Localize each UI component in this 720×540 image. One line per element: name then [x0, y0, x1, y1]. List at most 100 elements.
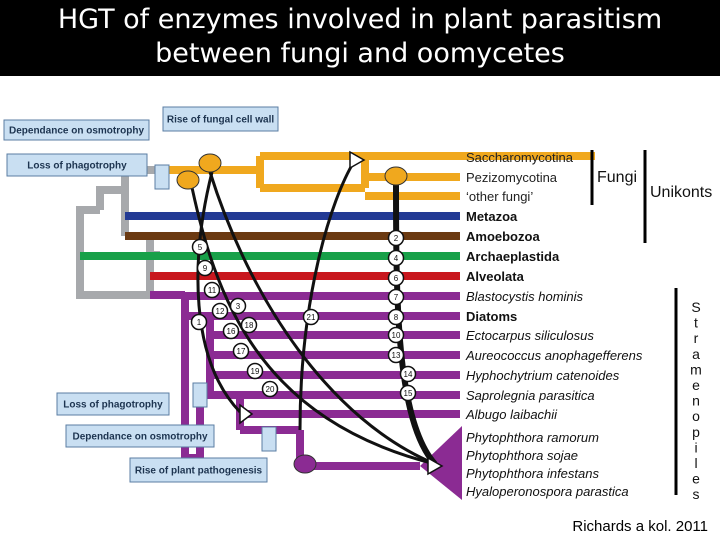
transfer-number-circle: [302, 308, 320, 326]
transfer-number: 1: [197, 318, 202, 327]
transfer-number-circle: [387, 346, 405, 364]
taxon-label: Saccharomycotina: [466, 150, 574, 165]
slide-title-line-1: HGT of enzymes involved in plant parasit…: [57, 4, 663, 35]
transfer-number-circle: [240, 316, 258, 334]
group-label-unikonts: Unikonts: [650, 184, 712, 201]
transfer-number: 3: [236, 302, 241, 311]
annotation-label: Dependance on osmotrophy: [9, 126, 144, 137]
taxon-label: Phytophthora infestans: [466, 466, 599, 481]
taxon-label: Phytophthora ramorum: [466, 430, 599, 445]
group-label-stramenopiles-letter: s: [693, 486, 700, 502]
taxon-label: Archaeplastida: [466, 249, 560, 264]
transfer-number-circle: [190, 313, 208, 331]
group-label-stramenopiles-letter: m: [690, 361, 702, 377]
phylogenetic-tree: Dependance on osmotrophy Rise of fungal c…: [3, 106, 712, 502]
taxon-label: Phytophthora sojae: [466, 448, 578, 463]
transfer-number: 4: [394, 254, 399, 263]
node-oval: [293, 454, 317, 474]
transfer-arc: [188, 177, 436, 466]
group-label-fungi: Fungi: [597, 169, 637, 186]
transfer-number: 8: [394, 313, 399, 322]
taxon-label: Ectocarpus siliculosus: [466, 328, 594, 343]
transfer-number: 13: [392, 351, 401, 360]
transfer-number: 5: [198, 243, 203, 252]
taxon-label: ‘other fungi’: [466, 189, 533, 204]
annotation-label: Dependance on osmotrophy: [72, 432, 207, 443]
annotation-label: Rise of fungal cell wall: [167, 115, 274, 126]
taxon-label: Hyphochytrium catenoides: [466, 368, 620, 383]
transfer-number: 14: [404, 370, 413, 379]
group-label-stramenopiles-letter: l: [694, 455, 697, 471]
arrowhead: [349, 150, 366, 170]
transfer-number-circle: [261, 380, 279, 398]
taxon-label: Amoebozoa: [466, 229, 540, 244]
oomycete-clade-triangle: [420, 426, 462, 500]
transfer-number-circle: [387, 308, 405, 326]
transfer-number: 20: [266, 385, 275, 394]
annotation-label: Loss of phagotrophy: [27, 161, 127, 172]
arrowhead: [239, 403, 254, 425]
taxon-label: Hyaloperonospora parastica: [466, 484, 629, 499]
transfer-arc: [298, 159, 357, 431]
transfer-number: 16: [227, 327, 236, 336]
transfer-number-circle: [211, 302, 229, 320]
node-oval: [198, 153, 222, 173]
transfer-number-circle: [387, 326, 405, 344]
taxon-label: Saprolegnia parasitica: [466, 388, 595, 403]
annotation-box: [3, 119, 150, 141]
taxon-label: Diatoms: [466, 309, 517, 324]
transfer-number: 19: [251, 367, 260, 376]
transfer-number: 6: [394, 274, 399, 283]
title-bar: HGT of enzymes involved in plant parasit…: [0, 0, 720, 76]
transfer-number-circle: [232, 342, 250, 360]
transfer-number: 12: [216, 307, 225, 316]
transfer-number: 2: [394, 234, 399, 243]
transfer-number-circle: [387, 249, 405, 267]
taxon-label: Albugo laibachii: [465, 407, 558, 422]
transfer-number-circle: [387, 269, 405, 287]
transfer-number-circle: [387, 229, 405, 247]
annotation-box: [129, 457, 268, 483]
group-label-stramenopiles-letter: S: [691, 299, 700, 315]
credit-citation: Richards a kol. 2011: [572, 518, 708, 535]
taxon-label: Alveolata: [466, 269, 525, 284]
transfer-number-circle: [229, 297, 247, 315]
transfer-number-circle: [196, 259, 214, 277]
annotation-box: [162, 106, 279, 132]
group-label-stramenopiles-letter: t: [694, 315, 698, 331]
transfer-number: 11: [208, 286, 217, 295]
node-oval: [176, 170, 200, 190]
taxon-label: Pezizomycotina: [466, 170, 558, 185]
transfer-number: 15: [404, 389, 413, 398]
group-label-stramenopiles-letter: i: [694, 439, 697, 455]
taxon-label: Blastocystis hominis: [466, 289, 584, 304]
transfer-number-circle: [246, 362, 264, 380]
transfer-number: 7: [394, 293, 399, 302]
arrowhead: [427, 456, 444, 476]
group-label-stramenopiles-letter: n: [692, 393, 700, 409]
transfer-number-circle: [399, 384, 417, 402]
transfer-arc: [208, 171, 436, 466]
transfer-number-circle: [222, 322, 240, 340]
group-label-stramenopiles-letter: o: [692, 408, 700, 424]
annotation-box: [6, 153, 148, 177]
transfer-number: 10: [392, 331, 401, 340]
slide-title-line-2: between fungi and oomycetes: [155, 38, 565, 69]
tree-branches: [76, 150, 678, 500]
taxon-label: Aureococcus anophagefferens: [465, 348, 643, 363]
transfer-number: 21: [307, 313, 316, 322]
node-oval: [384, 166, 408, 186]
transfer-number: 18: [245, 321, 254, 330]
annotation-box: [65, 424, 215, 448]
transfer-number-circle: [191, 238, 209, 256]
event-marker: [261, 426, 277, 452]
transfer-number-circle: [203, 281, 221, 299]
transfer-arc: [196, 171, 242, 414]
transfer-number-circle: [399, 365, 417, 383]
annotation-label: Rise of plant pathogenesis: [135, 466, 263, 477]
group-label-stramenopiles-letter: e: [692, 471, 700, 487]
annotation-box: [56, 392, 170, 416]
group-label-stramenopiles-letter: e: [692, 377, 700, 393]
